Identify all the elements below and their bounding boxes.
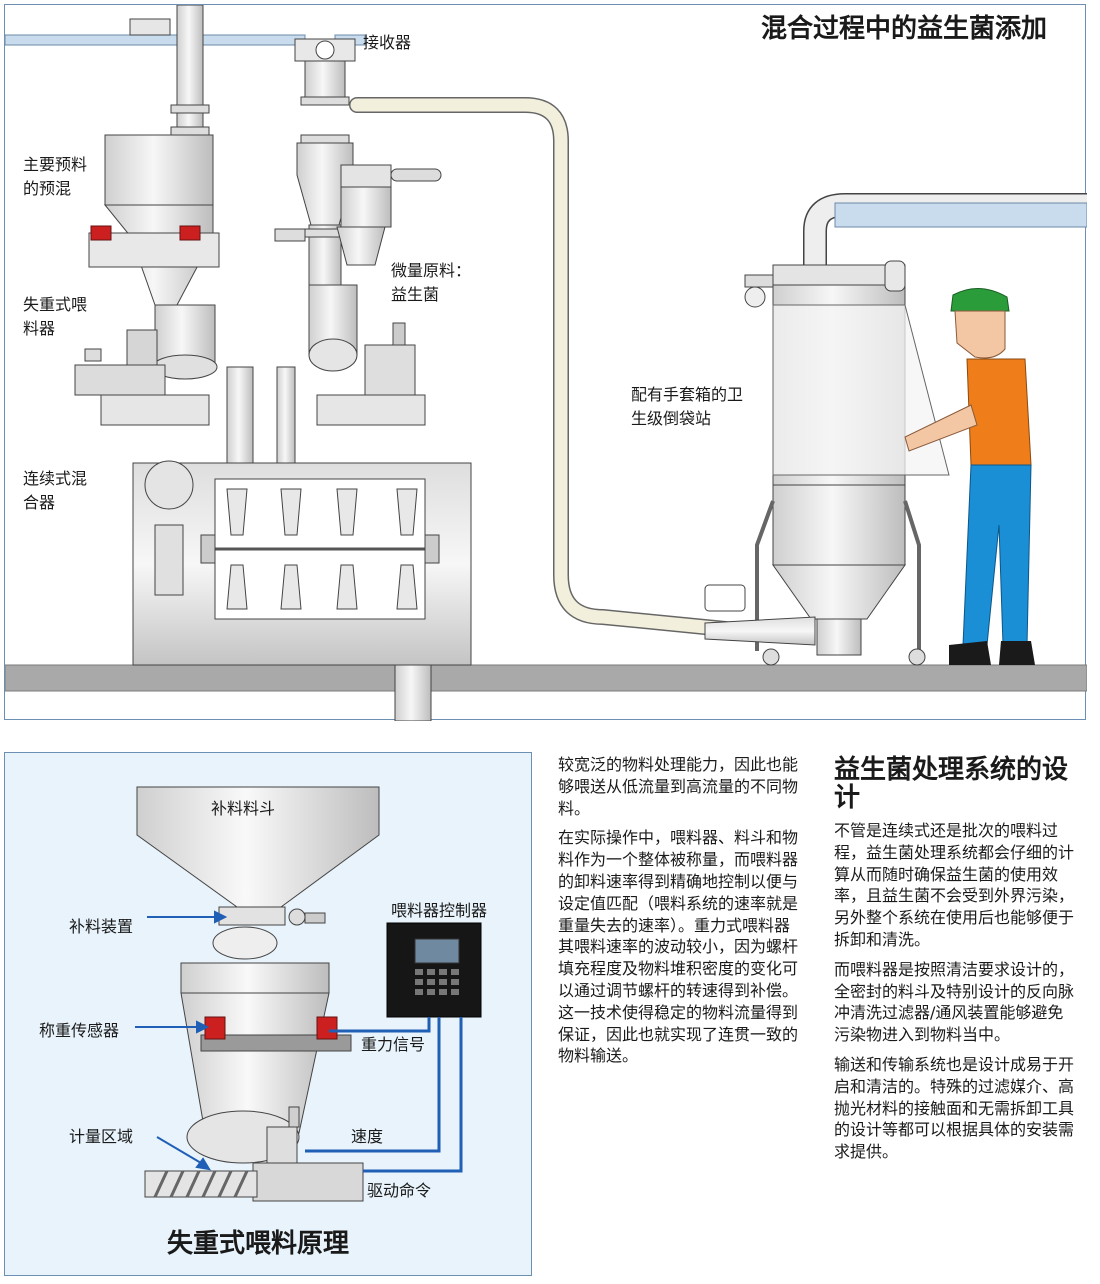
right-paragraph: 不管是连续式还是批次的喂料过程，益生菌处理系统都会仔细的计算从而随时确保益生菌的… [834, 821, 1075, 949]
lw-feeder-principle-title: 失重式喂料原理 [167, 1229, 350, 1259]
label-mixer-line1: 连续式混 [23, 469, 88, 488]
middle-text-column: 较宽泛的物料处理能力，因此也能够喂送从低流量到高流量的不同物料。 在实际操作中，… [558, 754, 800, 1075]
top-diagram-panel: 混合过程中的益生菌添加 接收器 主要预料 的预混 失重式喂 料器 微量原料： 益… [4, 4, 1087, 721]
label-lw-feeder-line1: 失重式喂 [23, 295, 88, 314]
label-weight-signal: 重力信号 [361, 1035, 426, 1054]
lw-feeder-principle-panel: 补料料斗 补料装置 喂料器控制器 称重传感器 重力信号 速度 计量区域 驱动命令… [4, 752, 532, 1276]
right-text-column: 不管是连续式还是批次的喂料过程，益生菌处理系统都会仔细的计算从而随时确保益生菌的… [834, 820, 1076, 1171]
lw-feeder-principle-illustration [135, 786, 482, 1202]
label-load-cell: 称重传感器 [39, 1021, 120, 1040]
receiver-vessel [274, 38, 356, 286]
label-micro-line1: 微量原料： [391, 261, 472, 280]
middle-paragraph: 较宽泛的物料处理能力，因此也能够喂送从低流量到高流量的不同物料。 [558, 755, 799, 818]
worker-figure [904, 288, 1035, 665]
middle-paragraph: 在实际操作中，喂料器、料斗和物料作为一个整体被称量，而喂料器的卸料速率得到精确地… [558, 828, 799, 1066]
label-premix-line1: 主要预料 [23, 155, 88, 174]
weight-signal-line [329, 1017, 431, 1033]
load-cell-left [204, 1016, 226, 1040]
label-station-line2: 生级倒袋站 [631, 409, 712, 428]
label-feeder-controller: 喂料器控制器 [391, 901, 488, 920]
label-refill-hopper: 补料料斗 [211, 799, 276, 818]
bag-dump-station [704, 193, 1087, 666]
label-metering-zone: 计量区域 [69, 1127, 134, 1146]
label-micro-line2: 益生菌 [391, 285, 440, 304]
overhead-pipe [5, 34, 306, 46]
drive-command-line [363, 1017, 463, 1173]
label-lw-feeder-line2: 料器 [23, 319, 56, 338]
right-heading: 益生菌处理系统的设计 [834, 755, 1069, 813]
label-premix-line2: 的预混 [23, 179, 72, 198]
floor [5, 665, 1087, 691]
right-paragraph: 而喂料器是按照清洁要求设计的，全密封的料斗及特别设计的反向脉冲清洗过滤器/通风装… [834, 959, 1075, 1045]
label-receiver: 接收器 [363, 33, 412, 52]
label-mixer-line2: 合器 [23, 493, 56, 512]
label-drive-command: 驱动命令 [367, 1181, 432, 1200]
label-speed: 速度 [351, 1127, 384, 1146]
right-paragraph: 输送和传输系统也是设计成易于开启和清洁的。特殊的过滤媒介、高抛光材料的接触面和无… [834, 1054, 1075, 1162]
premix-hopper [74, 134, 220, 426]
label-station-line1: 配有手套箱的卫 [631, 385, 744, 404]
process-title: 混合过程中的益生菌添加 [761, 14, 1048, 44]
label-refill-device: 补料装置 [69, 917, 134, 936]
weigh-platform [200, 1034, 352, 1052]
process-illustration [5, 5, 1087, 721]
speed-signal-line [305, 1017, 441, 1153]
continuous-mixer [132, 460, 472, 721]
load-cell-right [316, 1016, 338, 1040]
micro-ingredient-feeder [308, 164, 442, 426]
